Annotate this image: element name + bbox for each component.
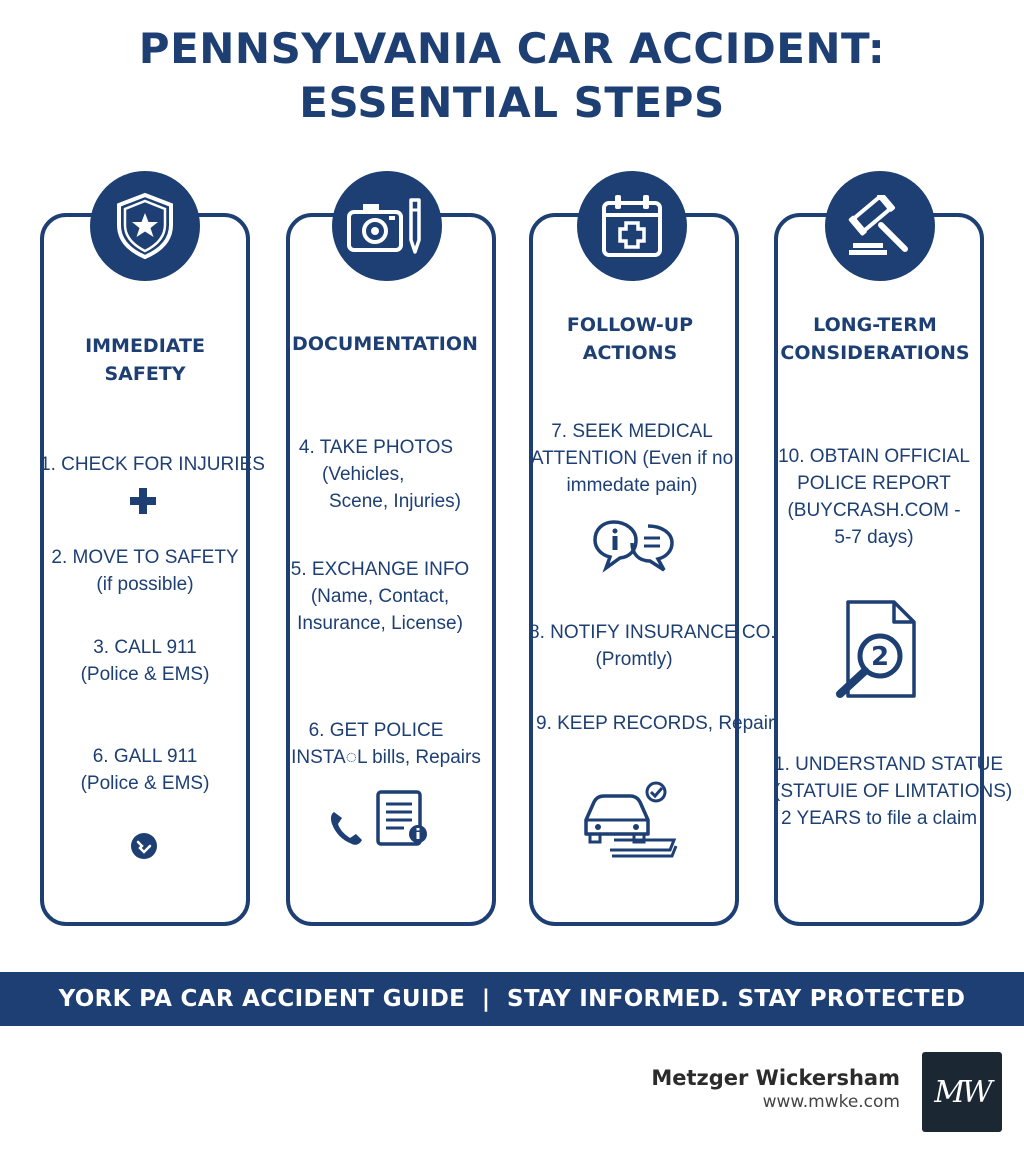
step-text: 8. NOTIFY INSURANCE CO. bbox=[529, 622, 776, 643]
heading-follow-up-actions: FOLLOW-UP ACTIONS bbox=[525, 311, 735, 367]
phone-icon bbox=[330, 812, 362, 845]
step-text: 2 YEARS to file a claim bbox=[780, 808, 978, 829]
title-line-2: ESSENTIAL STEPS bbox=[299, 78, 725, 127]
chat-info-icon bbox=[593, 520, 674, 573]
heading-line: DOCUMENTATION bbox=[292, 333, 478, 355]
step-text: (BUYCRASH.COM - bbox=[787, 500, 961, 521]
step-text: INSTA◌L bills, Repairs bbox=[291, 747, 481, 768]
step-keep-records: 9. KEEP RECORDS, Repair bbox=[536, 710, 775, 737]
heading-line: FOLLOW-UP bbox=[566, 314, 694, 336]
logo-monogram: MW bbox=[934, 1074, 993, 1110]
step-call-911: 3. CALL 911 (Police & EMS) bbox=[40, 634, 250, 688]
step-take-photos: 4. TAKE PHOTOS (Vehicles, Scene, Injurie… bbox=[286, 434, 466, 515]
step-obtain-report: 10. OBTAIN OFFICIAL POLICE REPORT (BUYCR… bbox=[774, 443, 974, 551]
step-text: (Promtly) bbox=[595, 649, 673, 670]
gavel-icon bbox=[848, 195, 908, 255]
step-seek-medical: 7. SEEK MEDICAL ATTENTION (Even if no im… bbox=[529, 418, 735, 499]
step-notify-insurance: 8. NOTIFY INSURANCE CO. (Promtly) bbox=[529, 619, 776, 673]
heading-line: CONSIDERATIONS bbox=[780, 342, 970, 364]
step-text: 5. EXCHANGE INFO bbox=[290, 559, 470, 580]
step-text: 9. KEEP RECORDS, Repair bbox=[536, 713, 775, 734]
icon-badge-long-term bbox=[825, 171, 935, 281]
icon-badge-documentation bbox=[332, 171, 442, 281]
brand-logo: MW bbox=[922, 1052, 1002, 1132]
step-check-injuries: 1. CHECK FOR INJURIES bbox=[40, 451, 265, 478]
step-text: Insurance, License) bbox=[297, 613, 463, 634]
step-gall-911: 6. GALL 911 (Police & EMS) bbox=[40, 743, 250, 797]
footer-banner: YORK PA CAR ACCIDENT GUIDE | STAY INFORM… bbox=[0, 972, 1024, 1026]
step-text: 1. UNDERSTAND STATUE bbox=[774, 754, 1004, 775]
medical-cross-icon bbox=[130, 488, 156, 514]
heading-line: LONG-TERM bbox=[813, 314, 937, 336]
step-text: immedate pain) bbox=[566, 475, 698, 496]
step-text: (Police & EMS) bbox=[80, 773, 210, 794]
calendar-medical-icon bbox=[602, 195, 662, 257]
step-text: 6. GALL 911 bbox=[92, 746, 198, 767]
heading-line: IMMEDIATE bbox=[85, 335, 205, 357]
heading-immediate-safety: IMMEDIATE SAFETY bbox=[40, 332, 250, 388]
icon-badge-immediate-safety bbox=[90, 171, 200, 281]
phone-circle-icon bbox=[131, 833, 157, 859]
card-documentation bbox=[286, 213, 496, 926]
step-text: 10. OBTAIN OFFICIAL bbox=[778, 446, 970, 467]
heading-line: ACTIONS bbox=[582, 342, 678, 364]
step-get-police: 6. GET POLICE INSTA◌L bills, Repairs bbox=[286, 717, 486, 771]
step-text: ATTENTION (Even if no bbox=[530, 448, 734, 469]
step-text: (if possible) bbox=[96, 574, 194, 595]
brand-url[interactable]: www.mwke.com bbox=[762, 1092, 900, 1112]
step-text: Scene, Injuries) bbox=[328, 491, 461, 512]
step-text: 1. CHECK FOR INJURIES bbox=[40, 454, 265, 475]
shield-star-icon bbox=[117, 192, 173, 260]
icon-badge-follow-up bbox=[577, 171, 687, 281]
document-info-icon bbox=[376, 790, 427, 846]
card-long-term bbox=[774, 213, 984, 926]
svg-text:2: 2 bbox=[871, 642, 889, 672]
page-title: PENNSYLVANIA CAR ACCIDENT: ESSENTIAL STE… bbox=[0, 22, 1024, 130]
title-line-1: PENNSYLVANIA CAR ACCIDENT: bbox=[138, 24, 886, 73]
heading-line: SAFETY bbox=[104, 363, 186, 385]
step-text: (Name, Contact, bbox=[310, 586, 450, 607]
car-documents-icon bbox=[584, 781, 678, 858]
brand-name: Metzger Wickersham bbox=[651, 1066, 900, 1090]
step-understand-statue: 1. UNDERSTAND STATUE (STATUIE OF LIMTATI… bbox=[774, 751, 1013, 832]
step-text: (Vehicles, bbox=[322, 464, 405, 485]
step-text: (Police & EMS) bbox=[80, 664, 210, 685]
step-text: 7. SEEK MEDICAL bbox=[551, 421, 713, 442]
card-immediate-safety bbox=[40, 213, 250, 926]
heading-documentation: DOCUMENTATION bbox=[280, 330, 490, 358]
step-text: 6. GET POLICE bbox=[308, 720, 444, 741]
step-text: 2. MOVE TO SAFETY bbox=[51, 547, 239, 568]
step-text: 3. CALL 911 bbox=[93, 637, 197, 658]
camera-pen-icon bbox=[347, 198, 421, 254]
step-exchange-info: 5. EXCHANGE INFO (Name, Contact, Insuran… bbox=[286, 556, 474, 637]
document-search-icon: 2 bbox=[836, 600, 916, 698]
step-move-to-safety: 2. MOVE TO SAFETY (if possible) bbox=[40, 544, 250, 598]
step-text: POLICE REPORT bbox=[797, 473, 951, 494]
heading-long-term: LONG-TERM CONSIDERATIONS bbox=[770, 311, 980, 367]
step-text: 4. TAKE PHOTOS bbox=[298, 437, 454, 458]
footer-text: YORK PA CAR ACCIDENT GUIDE | STAY INFORM… bbox=[58, 986, 966, 1012]
step-text: 5-7 days) bbox=[834, 527, 914, 548]
step-text: (STATUIE OF LIMTATIONS) bbox=[774, 781, 1013, 802]
